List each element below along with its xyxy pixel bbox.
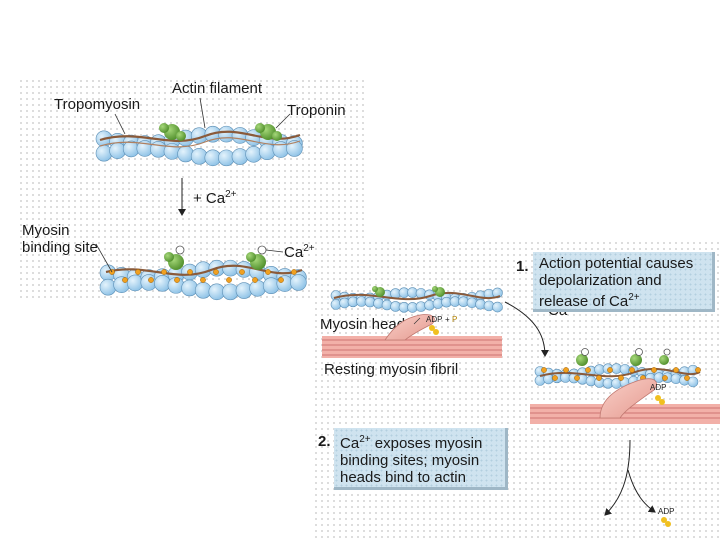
myosin-binding-site (239, 269, 245, 275)
actin-filament-label: Actin filament (172, 80, 263, 97)
actin-monomer (99, 278, 117, 296)
tropomyosin-leader (114, 113, 126, 135)
troponin-complex-1 (159, 123, 186, 141)
myosin-binding-site (695, 367, 701, 373)
binding-site-leader (95, 243, 113, 273)
myosin-binding-site (226, 277, 232, 283)
myosin-binding-site (574, 375, 580, 381)
myosin-head-leader (413, 317, 421, 325)
calcium-leader (265, 249, 284, 253)
troponin-label: Troponin (287, 102, 346, 119)
myosin-binding-site (596, 375, 602, 381)
myosin-head-bound (599, 378, 657, 419)
myosin-binding-site (629, 367, 635, 373)
actin-leader (199, 97, 206, 129)
myosin-binding-site (585, 367, 591, 373)
calcium-ion-label: Ca2+ (284, 243, 315, 261)
actin-monomer (249, 280, 266, 297)
top-panel-background (18, 78, 364, 300)
myosin-binding-site (563, 367, 569, 373)
myosin-binding-site (552, 375, 558, 381)
myosin-binding-site-label: Myosin binding site (22, 222, 98, 256)
troponin-right-2a (576, 348, 589, 366)
myosin-binding-site (651, 367, 657, 373)
troponin-right-1a (372, 286, 385, 297)
myosin-binding-site (278, 277, 284, 283)
troponin-right-2c (659, 348, 671, 365)
actin-monomer (177, 145, 194, 163)
step-1-line-2: depolarization and (539, 272, 662, 289)
plus-calcium-label: + Ca2+ (193, 189, 237, 207)
svg-text:ADP: ADP (426, 315, 442, 324)
myosin-binding-site (662, 375, 668, 381)
step-2-line-1: Ca2+ exposes myosin (340, 434, 483, 452)
adp-released: ADP (658, 507, 674, 527)
troponin-right-1b (432, 286, 445, 297)
step-2-box: Ca2+ exposes myosin binding sites; myosi… (334, 428, 508, 490)
step-1-box: Action potential causes depolarization a… (533, 252, 715, 312)
actin-monomer (181, 279, 198, 297)
tropomyosin-right-2 (539, 367, 701, 378)
actin-monomer (290, 274, 307, 291)
tropomyosin-shifted (105, 264, 303, 276)
troponin-leader (275, 113, 291, 129)
step-1-line-1: Action potential causes (539, 255, 694, 272)
myosin-binding-site (174, 277, 180, 283)
svg-text:ADP: ADP (650, 383, 666, 392)
transition-arrow-2 (604, 439, 631, 516)
actin-monomer (231, 127, 249, 144)
myosin-binding-site (684, 375, 690, 381)
troponin-calcium-1 (164, 245, 185, 270)
myosin-binding-site (213, 269, 219, 275)
svg-text:+: + (445, 315, 450, 324)
actin-monomer (231, 148, 249, 165)
step-2-line-3: heads bind to actin (340, 469, 466, 486)
adp-pi-bound: ADP (650, 383, 666, 405)
actin-monomer (286, 140, 303, 157)
actin-monomer (245, 146, 262, 163)
myosin-binding-site (541, 367, 547, 373)
myosin-binding-site (200, 277, 206, 283)
resting-myosin-fibril-label: Resting myosin fibril (324, 361, 459, 378)
actin-monomer (687, 376, 699, 388)
myosin-binding-site (135, 269, 141, 275)
myosin-binding-site (252, 277, 258, 283)
resting-myosin-fibril (322, 336, 502, 358)
myosin-binding-site (607, 367, 613, 373)
actin-monomer (492, 287, 503, 299)
actin-monomer (492, 301, 503, 313)
myosin-binding-site (187, 269, 193, 275)
step-2-line-2: binding sites; myosin (340, 452, 480, 469)
svg-text:ADP: ADP (658, 507, 674, 516)
adp-pi-resting: ADP + P (426, 315, 457, 335)
myosin-binding-site (161, 269, 167, 275)
transition-arrow-1 (504, 301, 549, 357)
troponin-complex-2 (255, 123, 282, 141)
binding-sites-top (109, 269, 297, 283)
tropomyosin-label: Tropomyosin (54, 96, 141, 113)
tropomyosin-strand-2 (99, 137, 301, 148)
step-2-number: 2. (318, 433, 331, 450)
actin-monomer (95, 144, 113, 162)
actin-filament-right-2 (534, 363, 699, 389)
actin-monomer (235, 282, 253, 299)
actin-monomer (235, 261, 253, 278)
myosin-head-label: Myosin head (320, 316, 406, 333)
myosin-binding-site (291, 269, 297, 275)
myosin-binding-site (618, 375, 624, 381)
myosin-head-resting (384, 314, 435, 341)
actin-filament-right-1 (330, 287, 503, 313)
myosin-binding-site (265, 269, 271, 275)
step-1-number: 1. (516, 258, 529, 275)
step-1-line-3: release of Ca2+ (539, 292, 640, 310)
adp-release-arrow (627, 469, 656, 513)
tropomyosin-right-1 (333, 291, 501, 301)
myosin-binding-site (673, 367, 679, 373)
myosin-binding-site (148, 277, 154, 283)
troponin-right-2b (630, 348, 643, 366)
myosin-binding-site (122, 277, 128, 283)
svg-text:P: P (452, 315, 457, 324)
